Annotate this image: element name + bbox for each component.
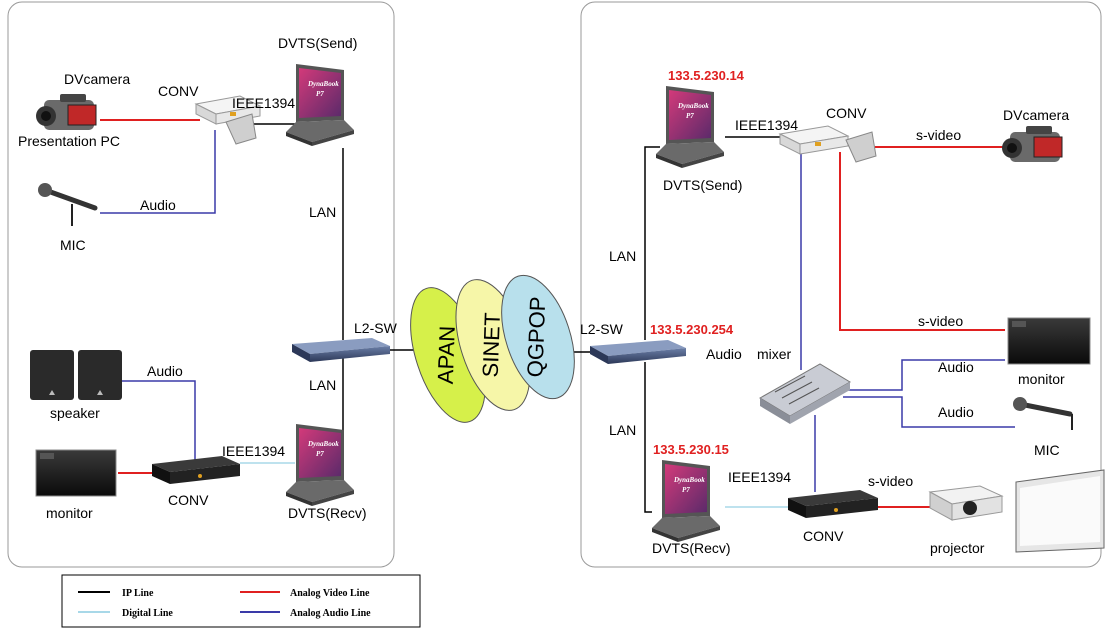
label-ip-send: 133.5.230.14: [668, 68, 745, 83]
label-l2sw-right: L2-SW: [580, 321, 624, 337]
laptop-dvts-send-right: DynaBook P7: [656, 86, 724, 168]
dv-camera-right: [1002, 126, 1063, 162]
laptop-model: P7: [682, 486, 690, 494]
label-ieee-bottom-left: IEEE1394: [222, 443, 285, 459]
conv-black-right: [788, 490, 878, 518]
label-mic-right: MIC: [1034, 442, 1060, 458]
label-presentation-pc: Presentation PC: [18, 133, 120, 149]
laptop-dvts-send-left: DynaBook P7: [286, 64, 354, 146]
label-conv-top-left: CONV: [158, 83, 199, 99]
line-mixer-mic-r: [843, 396, 1015, 428]
speakers-left: [30, 350, 122, 400]
l2-switch-left: [292, 338, 390, 362]
label-dvcamera-left: DVcamera: [64, 71, 130, 87]
mic-left: [38, 183, 98, 226]
label-projector: projector: [930, 540, 985, 556]
right-site-panel: [580, 1, 1102, 568]
audio-mixer: [759, 363, 851, 424]
label-svideo-proj: s-video: [868, 473, 913, 489]
label-audio-mic-left: Audio: [140, 197, 176, 213]
label-audio-monitor: Audio: [938, 359, 974, 375]
conv-white-left: [194, 95, 262, 145]
laptop-model: P7: [316, 450, 324, 458]
label-audio-speaker: Audio: [147, 363, 183, 379]
label-lan-bottom-right: LAN: [609, 422, 636, 438]
label-audio-mixer: Audio: [706, 346, 742, 362]
label-mic-left: MIC: [60, 237, 86, 253]
label-dvts-recv-right: DVTS(Recv): [652, 540, 731, 556]
line-mic-conv: [100, 130, 216, 214]
l2-switch-right: [590, 340, 686, 364]
laptop-brand: DynaBook: [307, 440, 339, 448]
label-speaker: speaker: [50, 405, 100, 421]
line-mixer-monitor-r: [843, 359, 1005, 391]
legend-ip-label: IP Line: [122, 588, 154, 599]
label-dvts-send-left: DVTS(Send): [278, 35, 357, 51]
laptop-brand: DynaBook: [677, 102, 709, 110]
projector: [928, 485, 1004, 521]
cloud-qgpop-label: QGPOP: [522, 296, 550, 378]
dv-camera-left: [36, 94, 97, 130]
monitor-left: [35, 449, 117, 497]
cloud-sinet-label: SINET: [478, 312, 505, 378]
laptop-model: P7: [686, 112, 694, 120]
label-lan-top-left: LAN: [309, 204, 336, 220]
label-monitor-right: monitor: [1018, 371, 1065, 387]
legend: IP Line Digital Line Analog Video Line A…: [61, 574, 421, 628]
line-speaker-conv: [112, 380, 196, 460]
label-dvts-send-right: DVTS(Send): [663, 177, 742, 193]
laptop-brand: DynaBook: [307, 80, 339, 88]
laptop-brand: DynaBook: [673, 476, 705, 484]
conv-white-right: [778, 125, 877, 163]
label-conv-top-right: CONV: [826, 105, 867, 121]
legend-digital-label: Digital Line: [122, 608, 173, 619]
label-conv-bottom-left: CONV: [168, 492, 209, 508]
projection-screen: [1015, 469, 1105, 553]
label-svideo-monitor: s-video: [918, 313, 963, 329]
line-sw-dvts-recv-r: [644, 362, 652, 513]
left-site-panel: [7, 1, 395, 568]
cloud-apan-label: APAN: [433, 325, 460, 384]
laptop-model: P7: [316, 90, 324, 98]
cloud-qgpop: QGPOP: [501, 274, 575, 400]
label-ip-recv: 133.5.230.15: [653, 442, 729, 457]
monitor-right: [1007, 317, 1091, 365]
line-conv-monitor-r: [839, 152, 1005, 331]
label-ip-sw: 133.5.230.254: [650, 322, 734, 337]
label-ieee-bottom-right: IEEE1394: [728, 469, 791, 485]
label-svideo-cam: s-video: [916, 127, 961, 143]
label-dvts-recv-left: DVTS(Recv): [288, 505, 367, 521]
laptop-dvts-recv-left: DynaBook P7: [286, 424, 354, 506]
line-dvts-send-sw-r: [644, 146, 660, 340]
conv-black-left: [152, 456, 240, 484]
label-ieee-top-right: IEEE1394: [735, 117, 798, 133]
laptop-dvts-recv-right: DynaBook P7: [652, 460, 720, 542]
label-mixer: mixer: [757, 346, 792, 362]
legend-video-label: Analog Video Line: [290, 588, 370, 599]
label-dvcamera-right: DVcamera: [1003, 107, 1069, 123]
label-ieee-top-left: IEEE1394: [232, 95, 295, 111]
label-conv-bottom-right: CONV: [803, 528, 844, 544]
label-lan-top-right: LAN: [609, 248, 636, 264]
label-audio-mic-right: Audio: [938, 404, 974, 420]
label-monitor-left: monitor: [46, 505, 93, 521]
mic-right: [1013, 397, 1073, 430]
label-l2sw-left: L2-SW: [354, 320, 398, 336]
legend-audio-label: Analog Audio Line: [290, 608, 371, 619]
label-lan-bottom-left: LAN: [309, 377, 336, 393]
